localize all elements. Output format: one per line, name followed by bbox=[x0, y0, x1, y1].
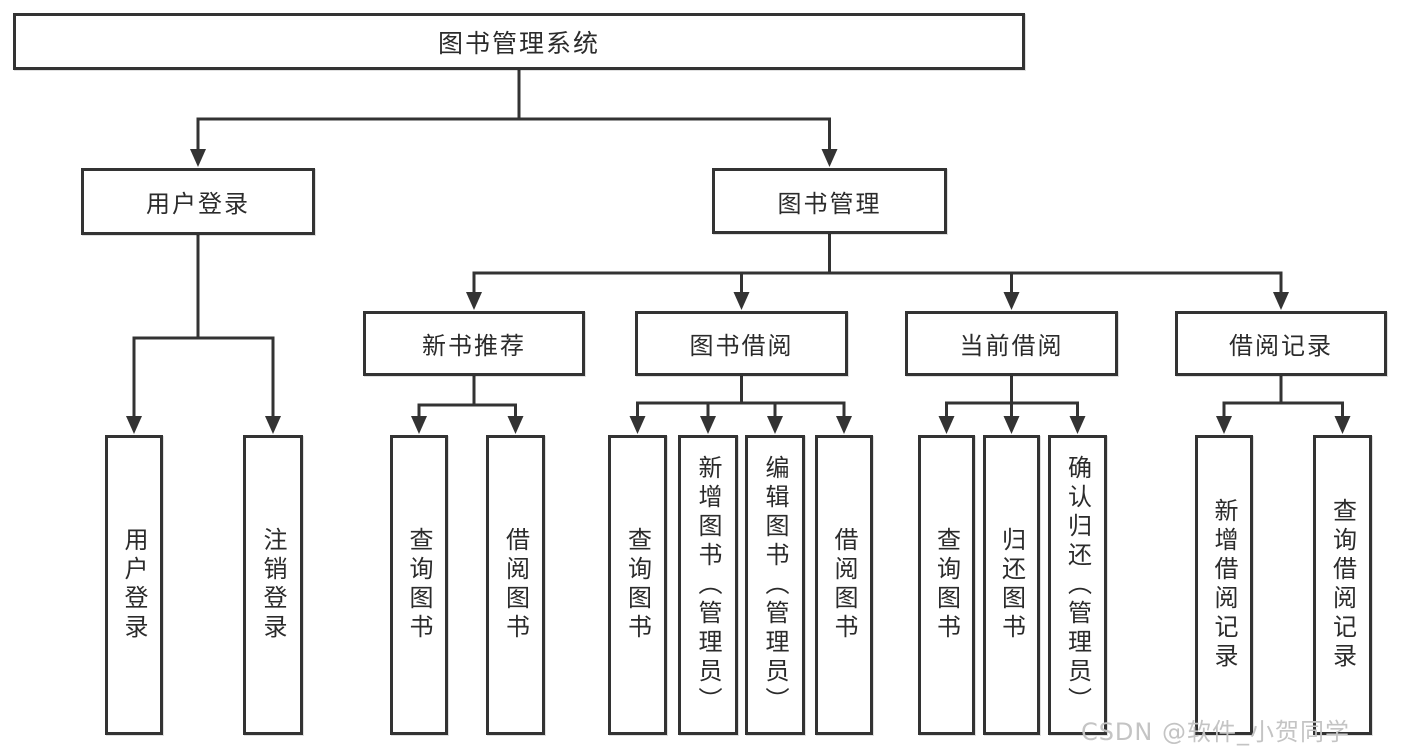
diagram-node-leaf-add-books: 新增图书（管理员） bbox=[678, 435, 738, 735]
diagram-node-borrowing-records: 借阅记录 bbox=[1175, 311, 1387, 376]
diagram-node-leaf-return-books: 归还图书 bbox=[983, 435, 1040, 735]
diagram-node-label: 借阅记录 bbox=[1229, 332, 1333, 360]
diagram-node-label: 新书推荐 bbox=[422, 332, 526, 360]
diagram-node-label: 查询图书 bbox=[623, 527, 652, 643]
diagram-node-label: 查询图书 bbox=[932, 527, 961, 643]
diagram-node-label: 查询图书 bbox=[405, 527, 433, 643]
diagram-node-label: 借阅图书 bbox=[501, 527, 530, 643]
diagram-node-book-borrowing: 图书借阅 bbox=[635, 311, 848, 376]
diagram-node-label: 图书管理系统 bbox=[437, 28, 600, 58]
diagram-node-label: 确认归还（管理员） bbox=[1063, 454, 1092, 716]
diagram-node-leaf-borrow-books-1: 借阅图书 bbox=[486, 435, 545, 735]
watermark: CSDN @软件_小贺同学 bbox=[1080, 718, 1350, 746]
diagram-node-label: 归还图书 bbox=[997, 527, 1026, 643]
diagram-node-label: 查询借阅记录 bbox=[1328, 498, 1357, 672]
diagram-node-label: 图书管理 bbox=[777, 189, 882, 218]
diagram-node-leaf-query-borrow-record: 查询借阅记录 bbox=[1313, 435, 1372, 735]
diagram-node-label: 编辑图书（管理员） bbox=[761, 454, 789, 716]
diagram-node-label: 用户登录 bbox=[146, 190, 250, 218]
diagram-node-user-login: 用户登录 bbox=[81, 168, 315, 235]
diagram-node-label: 注销登录 bbox=[259, 527, 287, 643]
diagram-node-label: 图书借阅 bbox=[689, 332, 794, 360]
diagram-node-leaf-user-login: 用户登录 bbox=[105, 435, 163, 735]
diagram-node-label: 新增图书（管理员） bbox=[694, 454, 722, 716]
diagram-node-leaf-query-books-3: 查询图书 bbox=[918, 435, 975, 735]
diagram-node-label: 借阅图书 bbox=[830, 527, 858, 643]
diagram-node-label: 当前借阅 bbox=[959, 332, 1064, 360]
diagram-node-label: 新增借阅记录 bbox=[1210, 498, 1238, 672]
diagram-node-book-management: 图书管理 bbox=[712, 168, 947, 234]
diagram-node-leaf-logout: 注销登录 bbox=[243, 435, 303, 735]
diagram-node-current-borrowing: 当前借阅 bbox=[905, 311, 1118, 376]
diagram-node-new-book-recommend: 新书推荐 bbox=[363, 311, 585, 376]
diagram-node-leaf-confirm-return: 确认归还（管理员） bbox=[1048, 435, 1107, 735]
diagram-node-root: 图书管理系统 bbox=[13, 13, 1025, 70]
diagram-node-leaf-query-books-2: 查询图书 bbox=[608, 435, 667, 735]
diagram-node-leaf-add-borrow-record: 新增借阅记录 bbox=[1195, 435, 1253, 735]
diagram-node-leaf-query-books-1: 查询图书 bbox=[390, 435, 448, 735]
diagram-node-leaf-edit-books: 编辑图书（管理员） bbox=[745, 435, 805, 735]
diagram-node-leaf-borrow-books-2: 借阅图书 bbox=[815, 435, 873, 735]
diagram-node-label: 用户登录 bbox=[120, 527, 148, 643]
